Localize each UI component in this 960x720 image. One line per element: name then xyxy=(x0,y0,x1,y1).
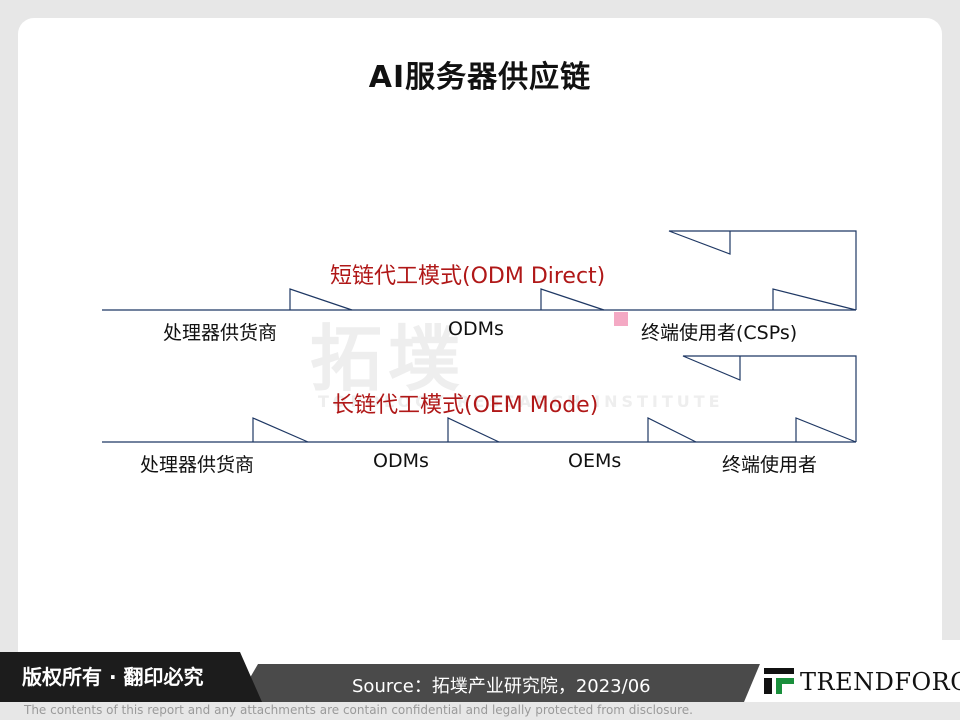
long-chain-stage-processor: 处理器供货商 xyxy=(140,454,255,476)
long-chain-stage-oems: OEMs xyxy=(568,450,622,472)
short-chain-stage-odms: ODMs xyxy=(448,318,504,340)
long-chain-stage-odms: ODMs xyxy=(373,450,429,472)
short-chain-arrow-1 xyxy=(289,288,353,311)
pink-marker xyxy=(614,312,628,326)
page-title: AI服务器供应链 xyxy=(368,60,592,95)
footer-copyright: 版权所有 · 翻印必究 xyxy=(0,652,262,702)
footer-disclaimer: The contents of this report and any atta… xyxy=(24,703,693,717)
short-chain-arrow-3 xyxy=(772,288,857,311)
long-chain-end-bracket xyxy=(682,355,857,442)
long-chain-arrow-4 xyxy=(795,417,857,443)
long-chain-stage-end-users: 终端使用者 xyxy=(722,454,818,476)
trendforce-logo-icon xyxy=(764,668,794,694)
long-chain-title: 长链代工模式(OEM Mode) xyxy=(332,393,599,418)
footer-source: Source：拓墣产业研究院，2023/06 xyxy=(352,676,651,697)
long-chain-arrow-1 xyxy=(252,417,309,443)
slide-canvas xyxy=(18,18,942,698)
short-chain-stage-csps: 终端使用者(CSPs) xyxy=(641,322,798,344)
short-chain-end-bracket xyxy=(668,230,857,310)
watermark-subtext: TOPOLOGY RESEARCH INSTITUTE xyxy=(318,392,724,411)
short-chain-stage-processor: 处理器供货商 xyxy=(163,322,278,344)
short-chain-title: 短链代工模式(ODM Direct) xyxy=(330,264,606,289)
trendforce-logo-text: TRENDFORCE xyxy=(800,668,960,696)
footer-source-bar xyxy=(236,664,766,702)
long-chain-arrow-2 xyxy=(447,417,500,443)
long-chain-arrow-3 xyxy=(647,417,697,443)
watermark-text: 拓墣 xyxy=(310,317,467,401)
short-chain-arrow-2 xyxy=(540,288,605,311)
